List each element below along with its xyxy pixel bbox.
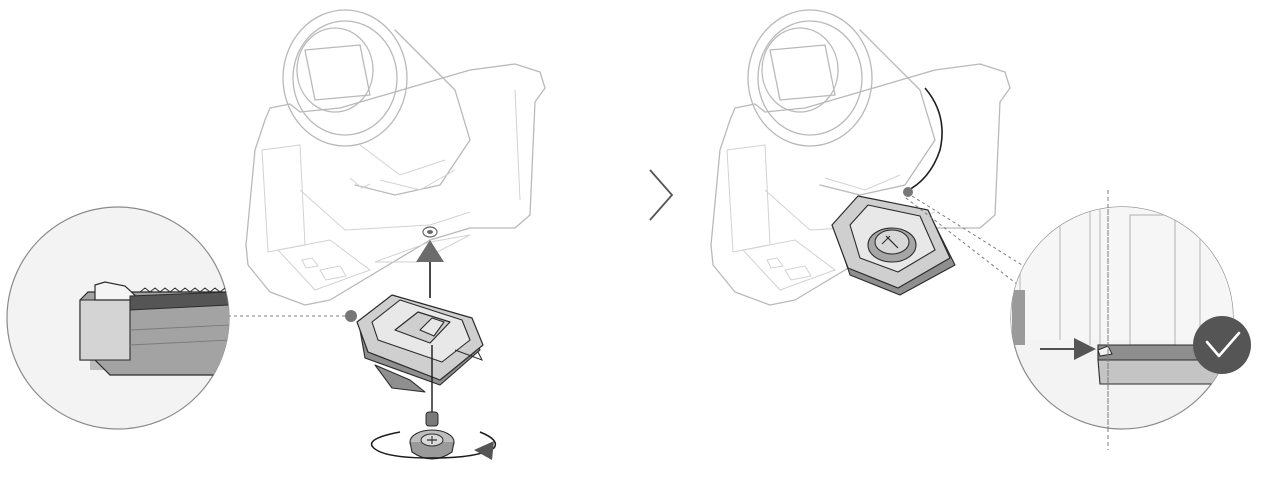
mounting-screw [409,411,455,460]
check-mark-icon [1193,316,1251,374]
step-2-panel [710,9,1251,450]
zoom-leader-line [911,195,1031,271]
push-arrow [1040,338,1096,360]
step-1-panel [6,9,546,460]
camera-outline-left [245,9,546,306]
highlight-dot [903,187,913,197]
chevron-right-icon [649,169,674,221]
zoom-detail-right [1010,190,1234,450]
zoom-detail-left [6,206,230,430]
rotate-arrow-icon [370,431,497,460]
up-arrow [416,240,444,298]
highlight-dot [345,310,357,322]
quick-release-plate [356,294,484,393]
zoom-leader-line [905,197,1023,289]
camera-outline-right [710,9,1011,306]
mounted-plate [831,195,956,296]
